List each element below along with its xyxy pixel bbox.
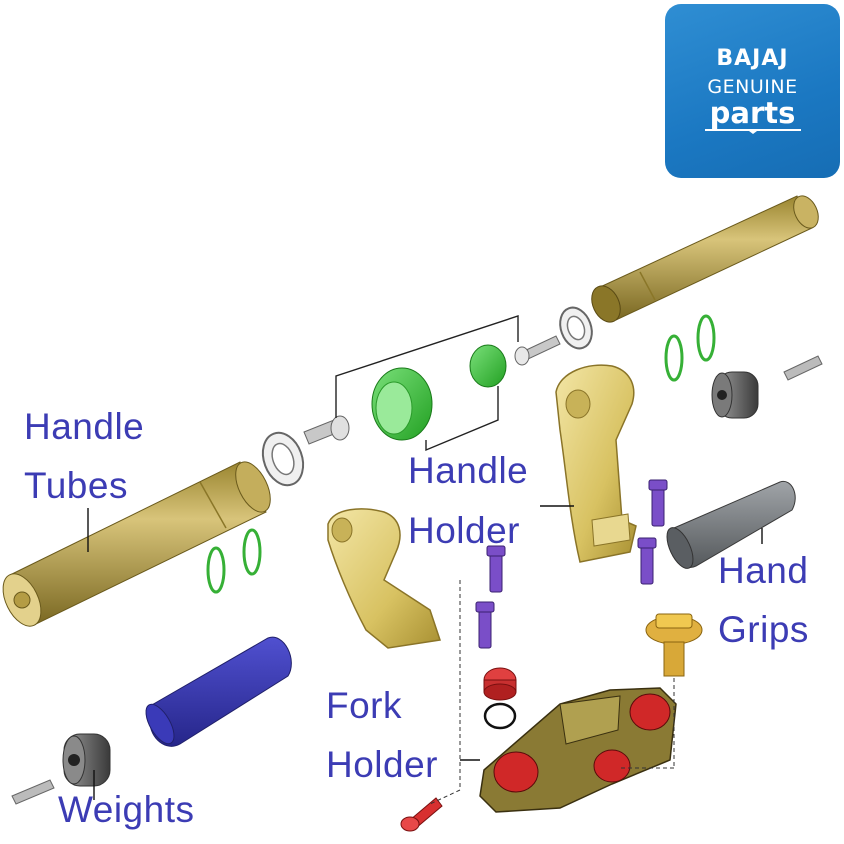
gold-flange-bolt <box>645 613 703 677</box>
logo-line-parts: parts <box>709 96 796 130</box>
label-leader-lines <box>87 505 763 800</box>
label-handle-holder-line1: Handle <box>408 450 529 491</box>
handle-holder-left <box>327 508 441 649</box>
label-handle-tubes-line1: Handle <box>24 406 145 447</box>
washer-left <box>261 431 305 487</box>
label-fork-holder-line2: Holder <box>326 744 438 785</box>
weight-left <box>62 733 111 787</box>
red-nut <box>483 667 517 701</box>
handle-tube-right <box>591 195 819 323</box>
purple-bolts <box>475 479 668 649</box>
logo-swoosh-icon <box>705 129 801 134</box>
bajaj-genuine-parts-logo: BAJAJ GENUINE parts <box>665 4 840 178</box>
weight-right <box>711 371 759 419</box>
assembly-guide-lines <box>335 315 519 452</box>
label-weights: Weights <box>58 789 195 830</box>
green-cap-small <box>469 344 507 388</box>
logo-brand: BAJAJ <box>716 46 789 71</box>
fork-holder <box>479 687 677 813</box>
handle-holder-right <box>555 364 637 563</box>
center-bolt-right <box>514 335 561 366</box>
label-hand-grips-line2: Grips <box>718 609 809 650</box>
red-bolt <box>400 797 443 832</box>
label-fork-holder-line1: Fork <box>326 685 402 726</box>
green-cap-large <box>371 367 433 441</box>
label-handle-holder-line2: Holder <box>408 510 520 551</box>
weight-bolt-left <box>11 779 55 805</box>
center-bolt-left <box>303 415 350 445</box>
dashed-guide-lines <box>429 580 675 805</box>
black-o-ring <box>483 702 517 730</box>
weight-bolt-right <box>783 355 823 381</box>
label-handle-tubes-line2: Tubes <box>24 465 128 506</box>
handle-tube-left <box>2 461 271 627</box>
logo-line-genuine: GENUINE <box>707 76 798 98</box>
hand-grip-right <box>666 480 796 569</box>
label-hand-grips-line1: Hand <box>718 550 809 591</box>
washer-right <box>559 306 593 350</box>
o-rings <box>206 314 716 594</box>
hand-grip-left <box>145 636 292 747</box>
